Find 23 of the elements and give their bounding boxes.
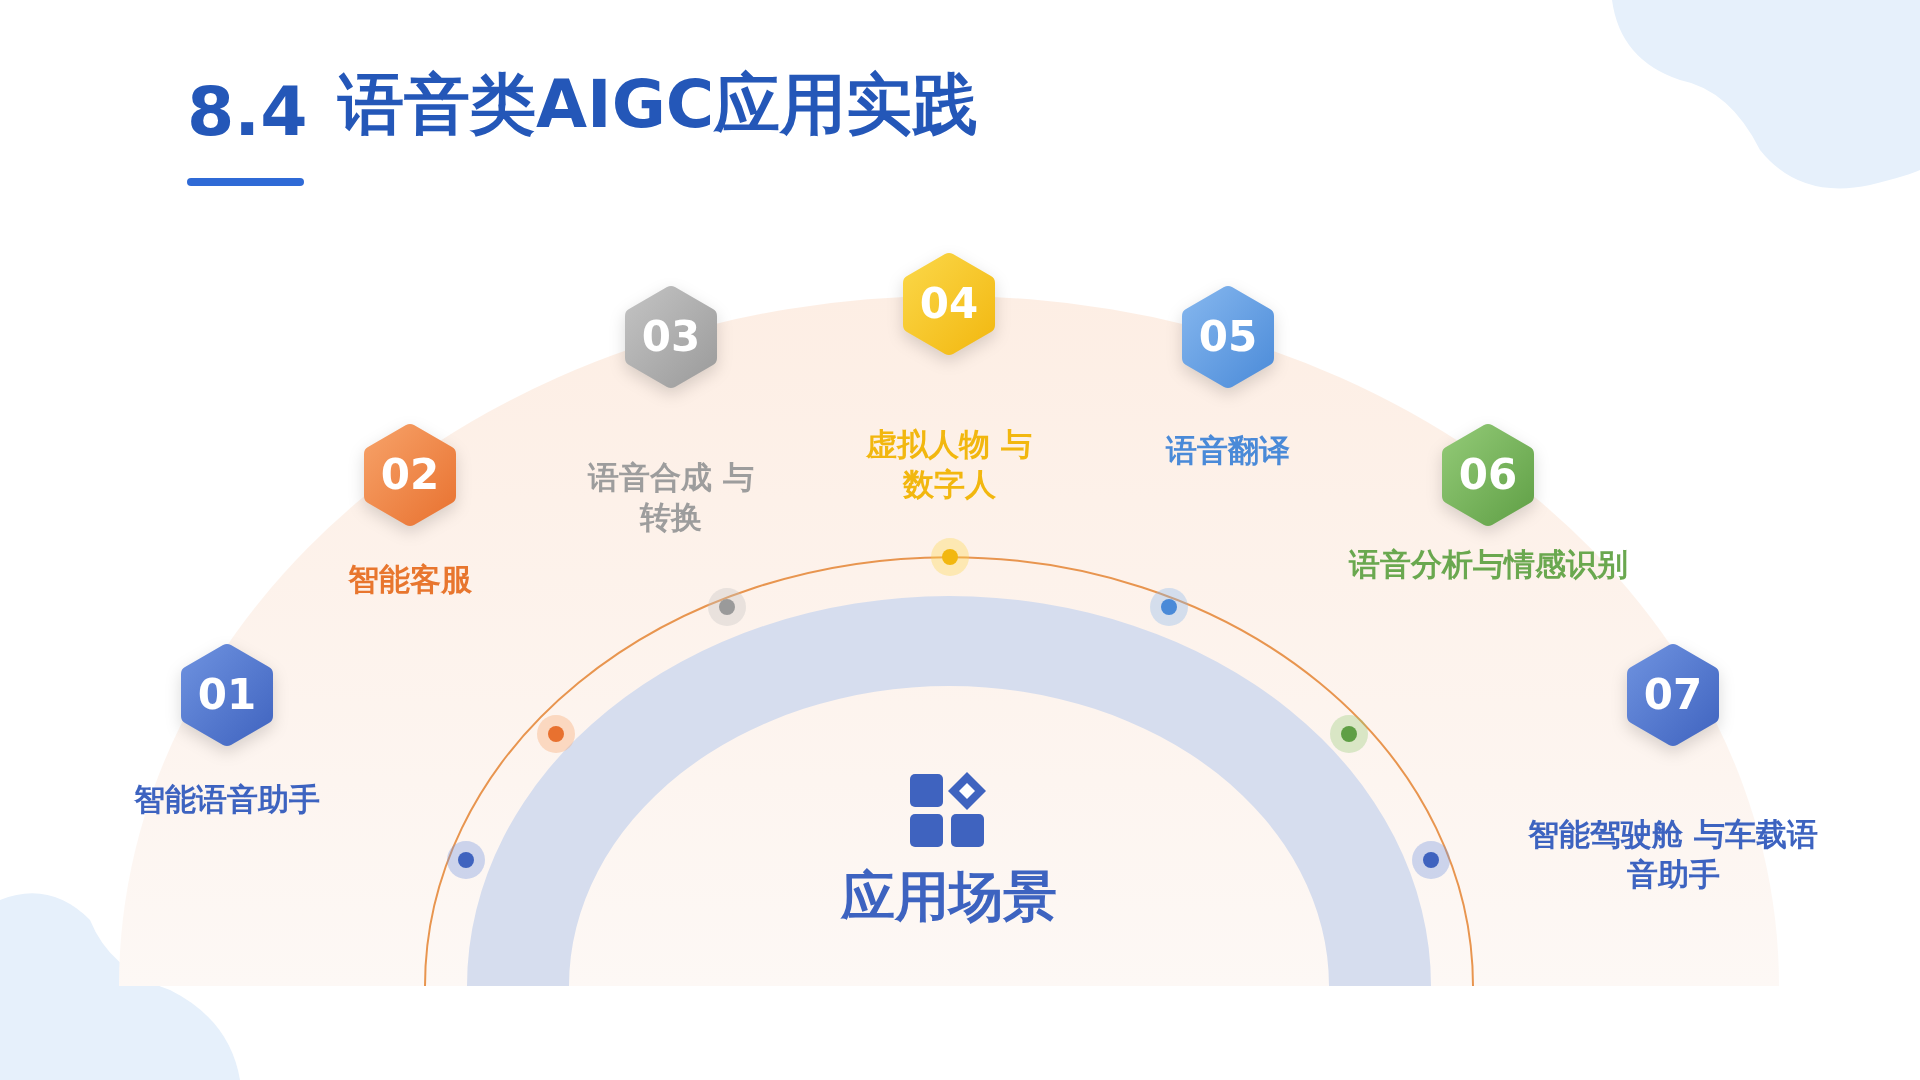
scenario-label: 智能语音助手 <box>133 780 321 819</box>
number-hexagon <box>901 251 997 357</box>
number-text: 01 <box>197 674 257 716</box>
number-text: 06 <box>1458 454 1518 496</box>
scenario-label: 智能驾驶舱 与车载语音助手 <box>1527 815 1819 895</box>
scenario-label: 语音合成 与转换 <box>586 458 755 538</box>
number-hexagon <box>179 642 275 748</box>
number-text: 04 <box>919 283 979 325</box>
number-hexagon <box>1180 284 1276 390</box>
number-text: 05 <box>1198 316 1258 358</box>
scenario-label: 智能客服 <box>347 560 473 599</box>
scenario-label: 语音翻译 <box>1164 431 1291 470</box>
section-number: 8.4 <box>187 78 308 146</box>
number-text: 02 <box>380 454 440 496</box>
scenario-label: 虚拟人物 与数字人 <box>865 425 1033 505</box>
number-hexagon <box>1440 422 1536 528</box>
number-text: 07 <box>1643 674 1703 716</box>
center-label: 应用场景 <box>841 870 1057 924</box>
number-hexagon <box>1625 642 1721 748</box>
number-hexagon <box>623 284 719 390</box>
number-hexagon <box>362 422 458 528</box>
scenario-label: 语音分析与情感识别 <box>1347 545 1629 584</box>
number-text: 03 <box>641 316 701 358</box>
